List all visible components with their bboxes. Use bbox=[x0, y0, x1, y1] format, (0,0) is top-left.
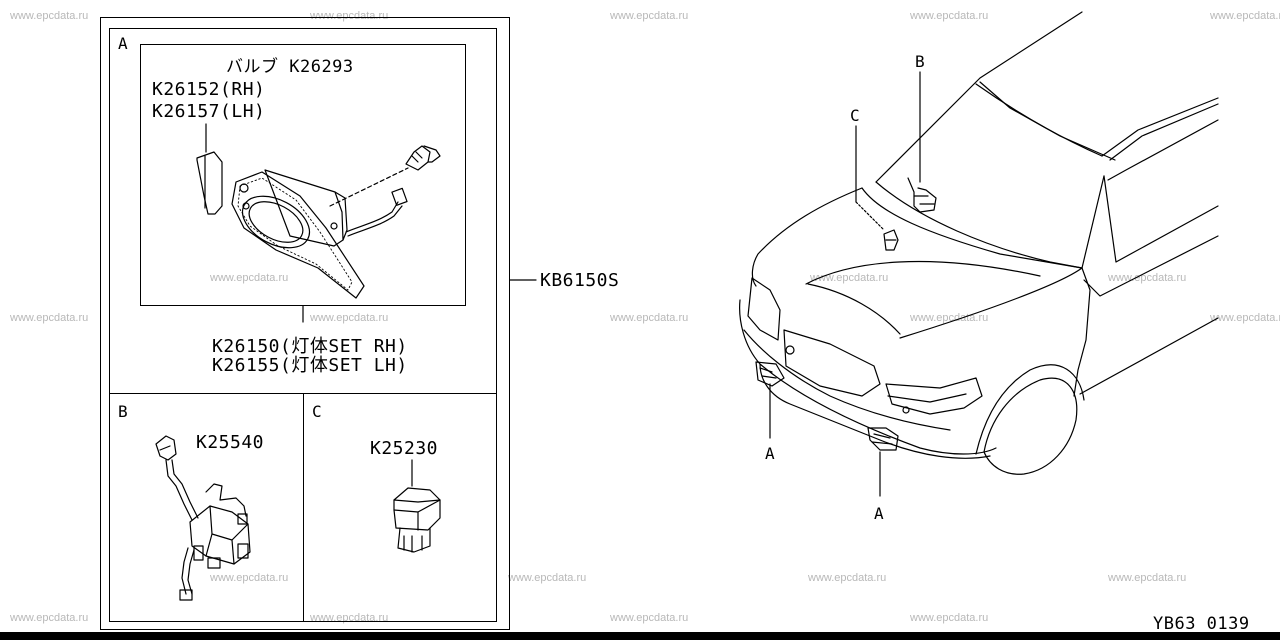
section-c-letter: C bbox=[312, 402, 323, 421]
diagram-id: YB63 0139 bbox=[1153, 614, 1250, 634]
watermark-text: www.epcdata.ru bbox=[1210, 312, 1280, 324]
watermark-text: www.epcdata.ru bbox=[910, 612, 989, 624]
vehicle-callout-b[interactable]: B bbox=[915, 52, 926, 71]
watermark-text: www.epcdata.ru bbox=[1108, 572, 1187, 584]
watermark-text: www.epcdata.ru bbox=[310, 312, 389, 324]
assembly-ref-label[interactable]: KB6150S bbox=[540, 270, 620, 291]
panel-divider-vertical bbox=[303, 393, 304, 622]
fog-lamp-illustration bbox=[196, 123, 441, 323]
section-b-letter: B bbox=[118, 402, 129, 421]
section-a-letter: A bbox=[118, 34, 129, 53]
lamp-set-rh-part-label[interactable]: K26150(灯体SET RH) bbox=[212, 336, 408, 357]
parts-outer-frame bbox=[100, 17, 510, 630]
vehicle-illustration bbox=[739, 11, 1219, 497]
vehicle-callout-a-upper[interactable]: A bbox=[765, 444, 776, 463]
watermark-text: www.epcdata.ru bbox=[210, 572, 289, 584]
lamp-set-lh-part-label[interactable]: K26155(灯体SET LH) bbox=[212, 355, 408, 376]
watermark-text: www.epcdata.ru bbox=[10, 10, 89, 22]
watermark-text: www.epcdata.ru bbox=[610, 10, 689, 22]
watermark-text: www.epcdata.ru bbox=[310, 10, 389, 22]
bottom-border bbox=[0, 632, 1280, 640]
fog-switch-illustration bbox=[155, 435, 251, 601]
watermark-text: www.epcdata.ru bbox=[910, 10, 989, 22]
vehicle-callout-a-lower[interactable]: A bbox=[874, 504, 885, 523]
bracket-rh-part-label[interactable]: K26152(RH) bbox=[152, 79, 266, 100]
relay-illustration bbox=[393, 459, 441, 553]
vehicle-callout-c[interactable]: C bbox=[850, 106, 861, 125]
watermark-text: www.epcdata.ru bbox=[10, 312, 89, 324]
watermark-text: www.epcdata.ru bbox=[210, 272, 289, 284]
watermark-text: www.epcdata.ru bbox=[10, 612, 89, 624]
watermark-text: www.epcdata.ru bbox=[508, 572, 587, 584]
watermark-text: www.epcdata.ru bbox=[1210, 10, 1280, 22]
watermark-text: www.epcdata.ru bbox=[1108, 272, 1187, 284]
watermark-text: www.epcdata.ru bbox=[910, 312, 989, 324]
watermark-text: www.epcdata.ru bbox=[610, 312, 689, 324]
watermark-text: www.epcdata.ru bbox=[610, 612, 689, 624]
watermark-text: www.epcdata.ru bbox=[808, 572, 887, 584]
bracket-lh-part-label[interactable]: K26157(LH) bbox=[152, 101, 266, 122]
watermark-text: www.epcdata.ru bbox=[810, 272, 889, 284]
bulb-part-label[interactable]: バルブ K26293 bbox=[226, 57, 354, 77]
relay-part-label[interactable]: K25230 bbox=[370, 438, 439, 459]
switch-part-label[interactable]: K25540 bbox=[196, 432, 265, 453]
